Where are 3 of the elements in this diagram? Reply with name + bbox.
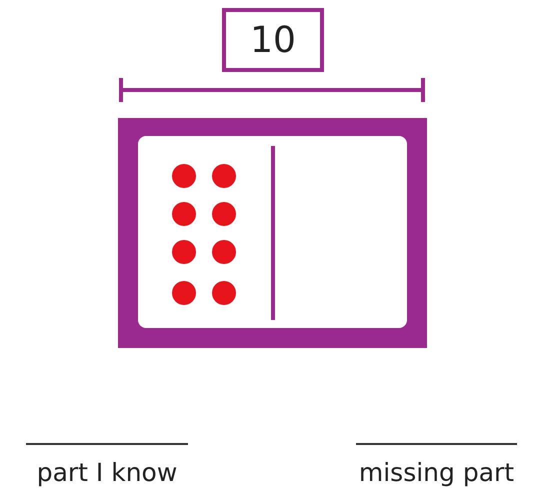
total-box: 10 xyxy=(222,8,324,72)
answer-caption: part I know xyxy=(36,458,178,487)
answer-caption: missing part xyxy=(358,458,514,487)
